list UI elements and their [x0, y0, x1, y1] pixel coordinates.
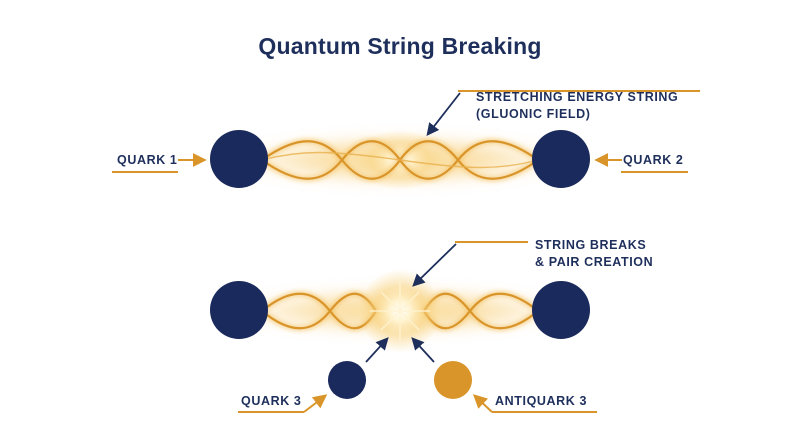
antiquark-3-label: ANTIQUARK 3	[495, 394, 587, 408]
top-string-group	[210, 130, 590, 190]
quark-3-arrow	[365, 337, 389, 363]
quark-2-label: QUARK 2	[623, 153, 683, 167]
bottom-string-group	[210, 269, 590, 353]
break-label-line1: STRING BREAKS	[535, 238, 646, 252]
break-label-line2: & PAIR CREATION	[535, 255, 653, 269]
break-burst-rays	[370, 281, 430, 341]
break-label-arrow	[412, 243, 457, 287]
antiquark-3	[434, 361, 472, 399]
quark-left-bottom	[210, 281, 268, 339]
top-energy-string	[259, 138, 541, 182]
antiquark-3-arrow	[411, 337, 435, 363]
string-label-line1: STRETCHING ENERGY STRING	[476, 90, 678, 104]
quark-3-label: QUARK 3	[241, 394, 301, 408]
quark-1	[210, 130, 268, 188]
string-label-line2: (GLUONIC FIELD)	[476, 107, 591, 121]
quark-3-label-arrow	[303, 394, 328, 413]
quark-3	[328, 361, 366, 399]
quark-2	[532, 130, 590, 188]
quark-right-bottom	[532, 281, 590, 339]
diagram-title: Quantum String Breaking	[258, 33, 541, 59]
string-label-arrow	[426, 92, 461, 136]
antiquark-3-label-arrow	[472, 394, 493, 413]
quark-1-label: QUARK 1	[117, 153, 177, 167]
